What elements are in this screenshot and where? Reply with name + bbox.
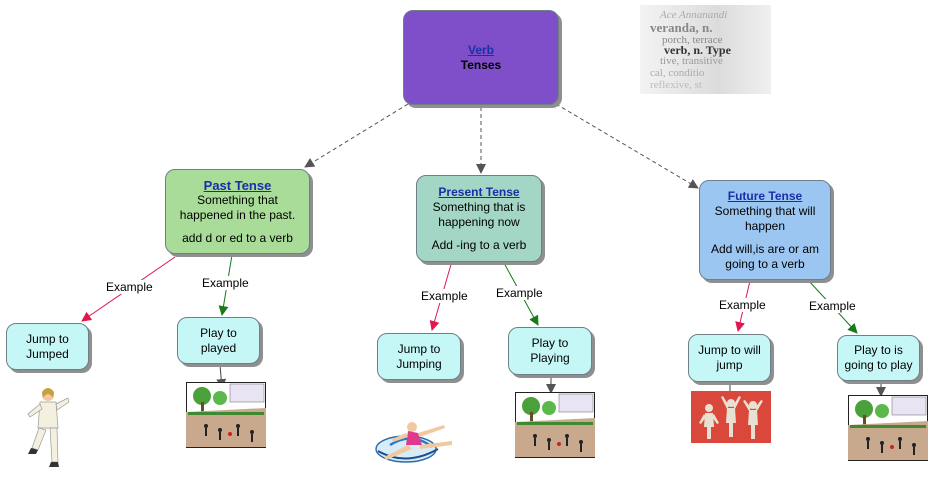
past-rule: add d or ed to a verb xyxy=(182,230,293,245)
connector-verb-to-future xyxy=(555,103,699,189)
dictionary-page-image: Ace Annanandi veranda, n. porch, terrace… xyxy=(640,5,771,94)
present-description-line: happening now xyxy=(438,214,520,229)
past-description-line: happened in the past. xyxy=(179,207,296,222)
future-description-line: Something that will xyxy=(714,203,816,218)
example-play-to-is-going-to-play[interactable]: Play to is going to play xyxy=(837,335,920,381)
example-text: Jumped xyxy=(26,346,69,361)
verb-tenses-node[interactable]: Verb Tenses xyxy=(403,10,559,105)
dictionary-line: reflexive, st xyxy=(650,79,702,91)
example-text: played xyxy=(200,340,237,355)
dictionary-line: tive, transitive xyxy=(660,55,723,67)
example-text: jump xyxy=(716,358,743,372)
playground-clipart xyxy=(515,392,595,458)
example-jump-to-will-jump[interactable]: Jump to will jump xyxy=(688,334,771,382)
example-text: Jump to xyxy=(26,331,69,346)
present-example-label-2: Example xyxy=(494,286,545,300)
playground-clipart xyxy=(848,395,928,461)
example-text: Play to is xyxy=(854,343,903,357)
connector-verb-to-past xyxy=(304,103,409,168)
past-description-line: Something that xyxy=(197,192,278,207)
past-example-label-2: Example xyxy=(200,276,251,290)
verb-link[interactable]: Verb xyxy=(467,42,494,57)
future-example-label-2: Example xyxy=(807,299,858,313)
example-jump-to-jumping[interactable]: Jump to Jumping xyxy=(377,333,461,380)
future-example-label-1: Example xyxy=(717,298,768,312)
dictionary-line: veranda, n. xyxy=(650,20,713,35)
example-text: going to play xyxy=(844,358,913,372)
present-tense-node[interactable]: Present Tense Something that is happenin… xyxy=(416,175,542,262)
present-rule: Add -ing to a verb xyxy=(431,237,527,252)
future-description-line: happen xyxy=(744,218,786,233)
example-play-to-played[interactable]: Play to played xyxy=(177,317,260,364)
future-rule-line: Add will,is are or am xyxy=(710,241,820,256)
example-text: Jumping xyxy=(396,356,442,371)
example-text: Playing xyxy=(530,351,570,365)
future-tense-link[interactable]: Future Tense xyxy=(727,188,803,203)
tenses-label: Tenses xyxy=(460,57,502,72)
present-tense-link[interactable]: Present Tense xyxy=(438,184,520,199)
dictionary-line: cal, conditio xyxy=(650,67,705,79)
past-tense-link[interactable]: Past Tense xyxy=(203,177,272,193)
example-text: Jump to will xyxy=(698,343,761,357)
dictionary-line: porch, terrace xyxy=(662,34,723,46)
jumping-figures-clipart xyxy=(691,391,771,443)
past-example-label-1: Example xyxy=(104,280,155,294)
example-text: Play to xyxy=(531,336,569,350)
dictionary-line: Ace Annanandi xyxy=(660,9,728,21)
jumping-woman-clipart xyxy=(27,388,70,467)
future-rule-line: going to a verb xyxy=(725,256,805,271)
dictionary-line: verb, n. Type xyxy=(664,43,731,57)
present-example-label-1: Example xyxy=(419,289,470,303)
playground-clipart xyxy=(186,382,266,448)
example-text: Play to xyxy=(200,325,237,340)
present-description-line: Something that is xyxy=(432,199,526,214)
future-tense-node[interactable]: Future Tense Something that will happen … xyxy=(699,180,831,280)
past-tense-node[interactable]: Past Tense Something that happened in th… xyxy=(165,169,310,254)
example-jump-to-jumped[interactable]: Jump to Jumped xyxy=(6,323,89,370)
example-text: Jump to xyxy=(397,341,441,356)
example-play-to-playing[interactable]: Play to Playing xyxy=(508,327,592,375)
leaping-dancer-clipart xyxy=(375,422,452,463)
